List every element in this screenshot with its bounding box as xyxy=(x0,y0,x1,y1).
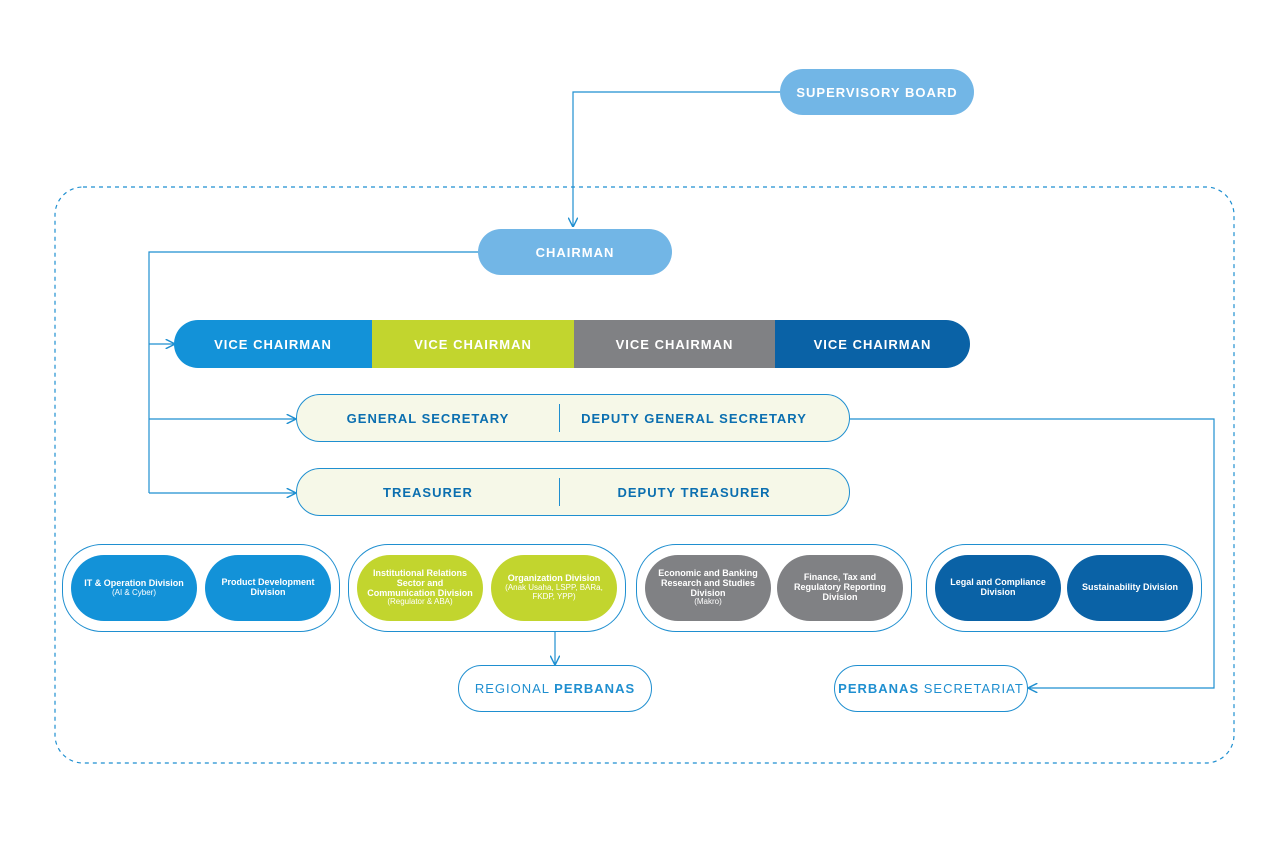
division-title: Sustainability Division xyxy=(1081,582,1179,593)
general-secretary-label: GENERAL SECRETARY xyxy=(346,410,510,426)
secretary-row: GENERAL SECRETARY DEPUTY GENERAL SECRETA… xyxy=(296,394,850,442)
division-it-operation: IT & Operation Division (AI & Cyber) xyxy=(71,555,197,621)
supervisory-board-box: SUPERVISORY BOARD xyxy=(780,69,974,115)
perbanas-secretariat-box: PERBANAS SECRETARIAT xyxy=(834,665,1028,712)
general-secretary: GENERAL SECRETARY xyxy=(297,395,559,441)
chairman-label: CHAIRMAN xyxy=(535,244,615,260)
division-title: Finance, Tax and Regulatory Reporting Di… xyxy=(793,572,886,602)
division-subtitle: (AI & Cyber) xyxy=(111,587,156,597)
vice-chairman-label: VICE CHAIRMAN xyxy=(615,336,734,352)
divider xyxy=(559,404,560,432)
chairman-box: CHAIRMAN xyxy=(478,229,672,275)
division-title: Organization Division xyxy=(507,573,601,584)
division-title: Product Development Division xyxy=(221,577,315,597)
division-subtitle: (Regulator & ABA) xyxy=(387,597,453,607)
division-title: Economic and Banking Research and Studie… xyxy=(658,567,758,598)
treasurer: TREASURER xyxy=(297,469,559,515)
division-organization: Organization Division (Anak Usaha, LSPP,… xyxy=(491,555,617,621)
vice-chairman-label: VICE CHAIRMAN xyxy=(414,336,532,352)
secretariat-perbanas-label: PERBANAS xyxy=(838,681,920,696)
division-product-development: Product Development Division xyxy=(205,555,331,621)
secretariat-label: SECRETARIAT xyxy=(919,681,1024,696)
vice-chairman-row: VICE CHAIRMAN VICE CHAIRMAN VICE CHAIRMA… xyxy=(174,320,970,368)
vice-chairman-label: VICE CHAIRMAN xyxy=(813,336,932,352)
division-title: Legal and Compliance Division xyxy=(950,577,1046,597)
deputy-treasurer-label: DEPUTY TREASURER xyxy=(617,484,771,500)
chairman-branch-line xyxy=(148,251,480,493)
division-legal-compliance: Legal and Compliance Division xyxy=(935,555,1061,621)
secretary-to-secretariat-line xyxy=(850,418,1215,688)
deputy-treasurer: DEPUTY TREASURER xyxy=(560,469,828,515)
division-group-green: Institutional Relations Sector and Commu… xyxy=(348,544,626,632)
vice-chairman-label: VICE CHAIRMAN xyxy=(214,336,332,352)
division-subtitle: (Anak Usaha, LSPP, BARa, FKDP, YPP) xyxy=(505,583,603,601)
division-group-navy: Legal and Compliance Division Sustainabi… xyxy=(926,544,1202,632)
vice-chairman-3: VICE CHAIRMAN xyxy=(574,320,775,368)
vice-chairman-4: VICE CHAIRMAN xyxy=(775,320,970,368)
regional-perbanas-label: PERBANAS xyxy=(554,681,636,696)
division-sustainability: Sustainability Division xyxy=(1067,555,1193,621)
division-finance-tax: Finance, Tax and Regulatory Reporting Di… xyxy=(777,555,903,621)
regional-label: REGIONAL xyxy=(474,681,555,696)
division-institutional-relations: Institutional Relations Sector and Commu… xyxy=(357,555,483,621)
dashed-boundary xyxy=(54,186,1235,764)
division-group-blue: IT & Operation Division (AI & Cyber) Pro… xyxy=(62,544,340,632)
supervisory-to-chairman-line xyxy=(573,91,780,226)
regional-perbanas-box: REGIONAL PERBANAS xyxy=(458,665,652,712)
vice-chairman-1: VICE CHAIRMAN xyxy=(174,320,372,368)
deputy-general-secretary: DEPUTY GENERAL SECRETARY xyxy=(560,395,828,441)
supervisory-board-label: SUPERVISORY BOARD xyxy=(796,84,958,100)
division-economic-research: Economic and Banking Research and Studie… xyxy=(645,555,771,621)
vice-chairman-2: VICE CHAIRMAN xyxy=(372,320,574,368)
division-group-gray: Economic and Banking Research and Studie… xyxy=(636,544,912,632)
divider xyxy=(559,478,560,506)
division-title: IT & Operation Division xyxy=(84,577,184,588)
deputy-general-secretary-label: DEPUTY GENERAL SECRETARY xyxy=(581,410,807,426)
treasurer-label: TREASURER xyxy=(383,484,473,500)
treasurer-row: TREASURER DEPUTY TREASURER xyxy=(296,468,850,516)
division-title: Institutional Relations Sector and Commu… xyxy=(367,567,473,598)
division-subtitle: (Makro) xyxy=(694,597,722,607)
